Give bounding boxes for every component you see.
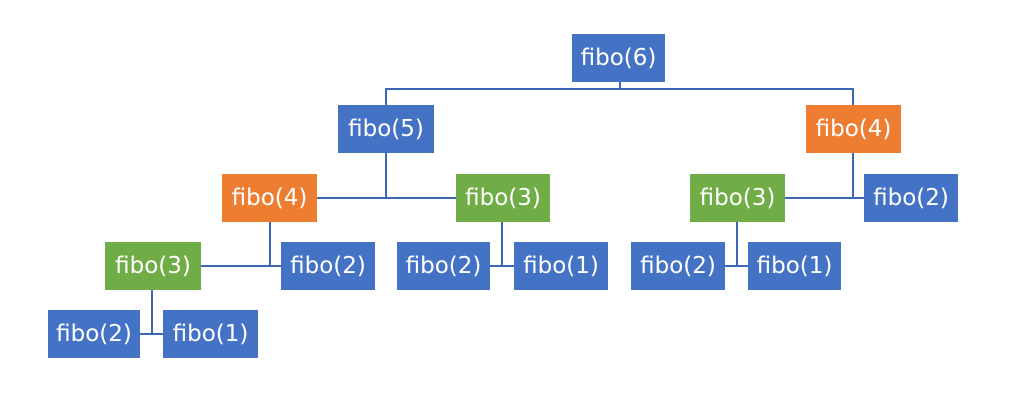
node-fibo2-level4: fibo(2) <box>48 310 140 358</box>
node-fibo3-left: fibo(3) <box>105 242 201 290</box>
node-fibo2-level3-b: fibo(2) <box>397 242 490 290</box>
connector-fibo3-mid <box>501 222 514 267</box>
node-label: fibo(3) <box>465 185 541 211</box>
node-fibo3-mid: fibo(3) <box>456 174 550 222</box>
node-label: fibo(4) <box>231 185 308 211</box>
node-fibo4-right: fibo(4) <box>806 105 901 153</box>
node-label: fibo(3) <box>699 185 776 211</box>
node-label: fibo(2) <box>640 253 716 279</box>
node-label: fibo(2) <box>56 321 132 347</box>
connector-fibo3-left <box>151 290 163 335</box>
node-label: fibo(2) <box>290 253 366 279</box>
node-label: fibo(1) <box>756 253 833 279</box>
node-label: fibo(2) <box>873 185 949 211</box>
node-label: fibo(4) <box>815 116 892 142</box>
node-label: fibo(3) <box>115 253 191 279</box>
connector-fibo6 <box>385 88 854 105</box>
node-label: fibo(1) <box>172 321 249 347</box>
node-label: fibo(2) <box>405 253 482 279</box>
node-fibo2-right-top: fibo(2) <box>864 174 958 222</box>
node-fibo1-level3-c: fibo(1) <box>748 242 841 290</box>
node-label: fibo(6) <box>580 45 657 71</box>
connector-fibo4-right <box>852 153 864 199</box>
node-fibo2-level3-a: fibo(2) <box>281 242 375 290</box>
node-label: fibo(1) <box>523 253 599 279</box>
node-label: fibo(5) <box>348 116 424 142</box>
connector-fibo3-right <box>736 222 748 267</box>
node-fibo4-left: fibo(4) <box>222 174 317 222</box>
node-fibo3-right: fibo(3) <box>690 174 785 222</box>
node-fibo2-level3-c: fibo(2) <box>631 242 725 290</box>
connector-fibo4-left <box>269 222 281 267</box>
node-fibo6: fibo(6) <box>572 34 665 82</box>
node-fibo1-level3-b: fibo(1) <box>514 242 608 290</box>
node-fibo1-level4: fibo(1) <box>163 310 258 358</box>
node-fibo5: fibo(5) <box>338 105 434 153</box>
